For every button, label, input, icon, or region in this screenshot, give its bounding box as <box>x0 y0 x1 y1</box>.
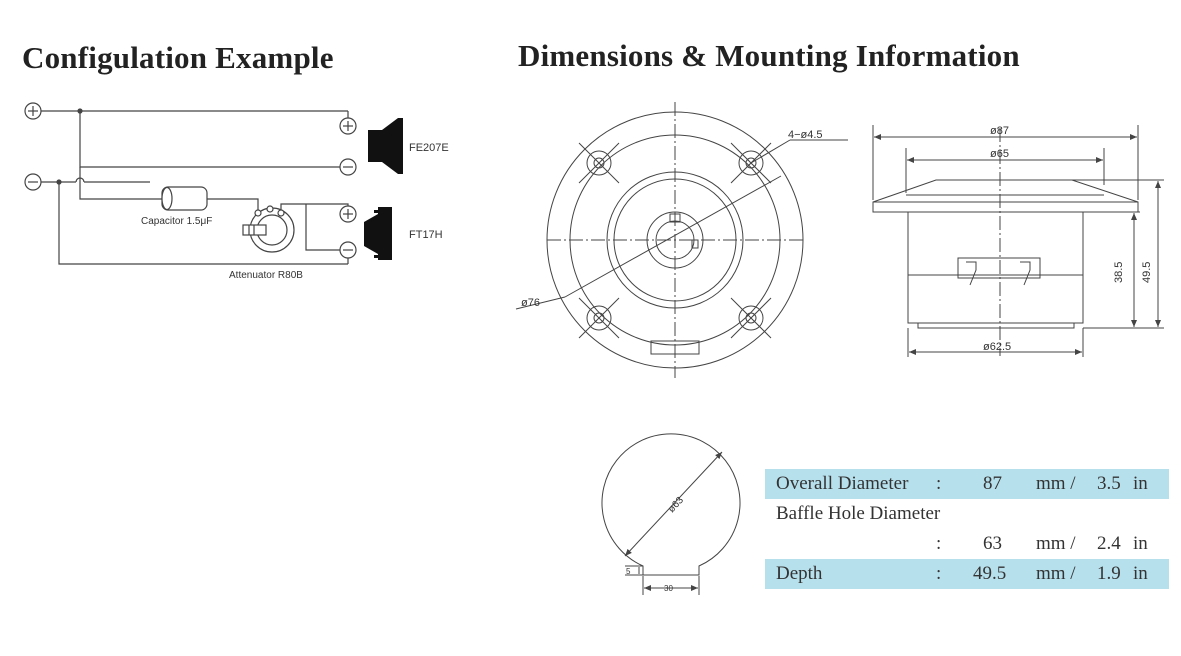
spec-value-mm: 63 <box>983 533 1002 554</box>
woofer-minus-terminal <box>339 158 357 176</box>
spec-row-depth: Depth : 49.5 mm / 1.9 in <box>765 559 1169 589</box>
spec-unit-mm: mm / <box>1036 563 1076 584</box>
dimensions-heading: Dimensions & Mounting Information <box>518 38 1020 73</box>
circuit-diagram <box>24 102 403 265</box>
spec-label: Depth <box>776 563 823 584</box>
attenuator <box>242 205 295 253</box>
hole-label: 4−ø4.5 <box>788 129 823 141</box>
mounting-hole <box>730 297 772 339</box>
spec-label: Baffle Hole Diameter <box>776 503 941 524</box>
capacitor <box>161 186 208 211</box>
notch-width-label: 30 <box>664 584 673 593</box>
inner-width-label: ø65 <box>990 148 1009 160</box>
woofer-icon <box>368 118 403 174</box>
body-depth-label: 38.5 <box>1113 262 1125 283</box>
spec-unit-mm: mm / <box>1036 473 1076 494</box>
spec-unit-in: in <box>1133 473 1148 494</box>
woofer-plus-terminal <box>339 117 357 135</box>
spec-row-baffle-hole-label: Baffle Hole Diameter <box>765 499 1169 529</box>
front-view-drawing <box>515 102 848 378</box>
bottom-width-label: ø62.5 <box>983 341 1011 353</box>
tweeter-minus-terminal <box>339 241 357 259</box>
spec-value-in: 2.4 <box>1097 533 1121 554</box>
spec-colon: : <box>936 473 942 494</box>
overall-width-label: ø87 <box>990 125 1009 137</box>
mounting-hole <box>578 142 620 184</box>
spec-unit-mm: mm / <box>1036 533 1076 554</box>
spec-value-mm: 49.5 <box>973 563 1007 584</box>
spec-colon: : <box>936 533 942 554</box>
tweeter-icon <box>364 207 392 260</box>
tweeter-label: FT17H <box>409 229 443 241</box>
spec-value-in: 3.5 <box>1097 473 1121 494</box>
total-depth-label: 49.5 <box>1141 262 1153 283</box>
mounting-hole <box>578 297 620 339</box>
outer-diameter-label: ø76 <box>521 297 540 309</box>
attenuator-label: Attenuator R80B <box>229 270 303 281</box>
capacitor-label: Capacitor 1.5μF <box>141 216 212 227</box>
spec-label: Overall Diameter <box>776 473 909 494</box>
spec-colon: : <box>936 563 942 584</box>
cutout-diameter-label: ø63 <box>666 495 686 515</box>
spec-row-baffle-hole-value: : 63 mm / 2.4 in <box>765 529 1169 559</box>
input-minus-terminal <box>24 173 42 191</box>
spec-unit-in: in <box>1133 563 1148 584</box>
tweeter-plus-terminal <box>339 205 357 223</box>
side-view-drawing <box>872 125 1164 357</box>
input-plus-terminal <box>24 102 42 120</box>
baffle-cutout-drawing <box>601 433 741 595</box>
config-heading: Configulation Example <box>22 40 334 75</box>
spec-row-overall-diameter: Overall Diameter : 87 mm / 3.5 in <box>765 469 1169 499</box>
spec-value-in: 1.9 <box>1097 563 1121 584</box>
woofer-label: FE207E <box>409 142 449 154</box>
spec-value-mm: 87 <box>983 473 1002 494</box>
notch-height-label: 5 <box>626 567 631 576</box>
spec-unit-in: in <box>1133 533 1148 554</box>
